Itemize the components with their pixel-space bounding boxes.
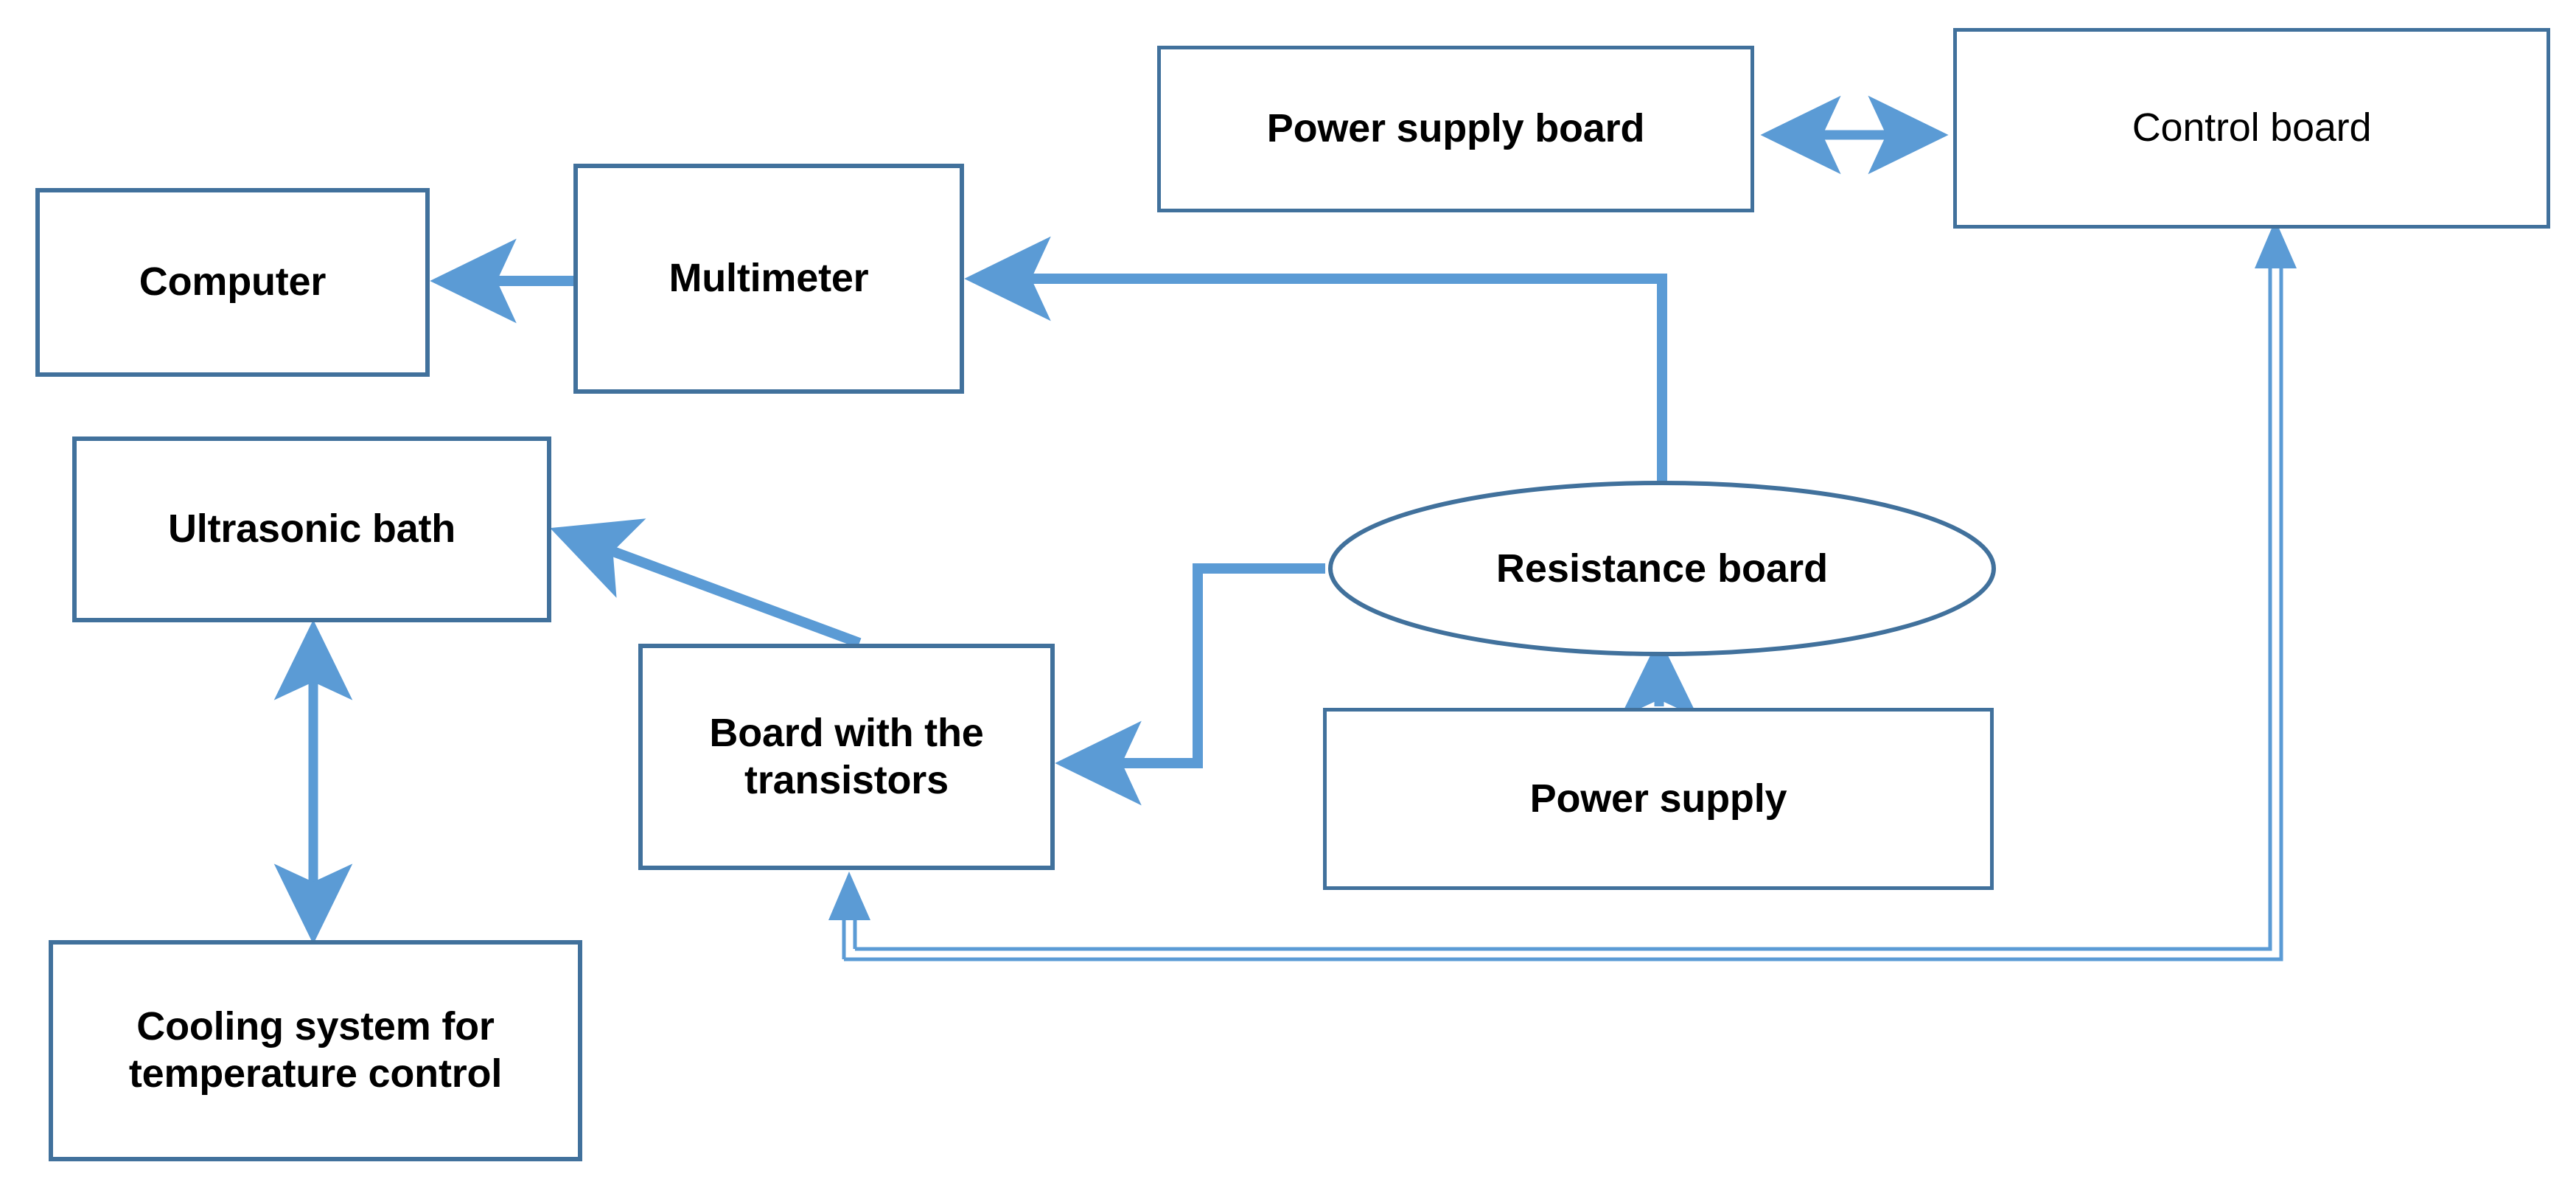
connector-control-board-to-board-transistors bbox=[828, 220, 2297, 961]
connector-resistance-board-to-multimeter bbox=[964, 236, 1667, 560]
node-power-supply[interactable]: Power supply bbox=[1323, 708, 1994, 890]
node-multimeter[interactable]: Multimeter bbox=[573, 164, 964, 394]
node-computer[interactable]: Computer bbox=[35, 188, 430, 377]
node-resistance-board[interactable]: Resistance board bbox=[1327, 479, 1997, 658]
node-control-board[interactable]: Control board bbox=[1953, 28, 2550, 229]
node-cooling-system[interactable]: Cooling system for temperature control bbox=[49, 940, 582, 1161]
node-label-resistance-board: Resistance board bbox=[1495, 546, 1829, 591]
node-label-computer: Computer bbox=[139, 260, 327, 305]
node-label-control-board: Control board bbox=[2132, 105, 2372, 150]
node-ultrasonic-bath[interactable]: Ultrasonic bath bbox=[72, 437, 551, 622]
connector-board-transistors-to-ultrasonic-bath bbox=[550, 518, 862, 648]
node-label-cooling-system: Cooling system for temperature control bbox=[128, 1004, 503, 1096]
connector-resistance-board-to-board-transistors bbox=[1055, 563, 1325, 806]
node-label-ultrasonic-bath: Ultrasonic bath bbox=[167, 507, 456, 552]
node-label-power-supply-board: Power supply board bbox=[1266, 106, 1645, 151]
node-label-board-transistors: Board with the transistors bbox=[709, 710, 984, 802]
ellipse-shape bbox=[1328, 481, 1996, 656]
node-label-power-supply: Power supply bbox=[1529, 776, 1787, 821]
node-label-multimeter: Multimeter bbox=[669, 256, 869, 301]
node-board-transistors[interactable]: Board with the transistors bbox=[638, 644, 1055, 870]
node-power-supply-board[interactable]: Power supply board bbox=[1157, 46, 1754, 212]
